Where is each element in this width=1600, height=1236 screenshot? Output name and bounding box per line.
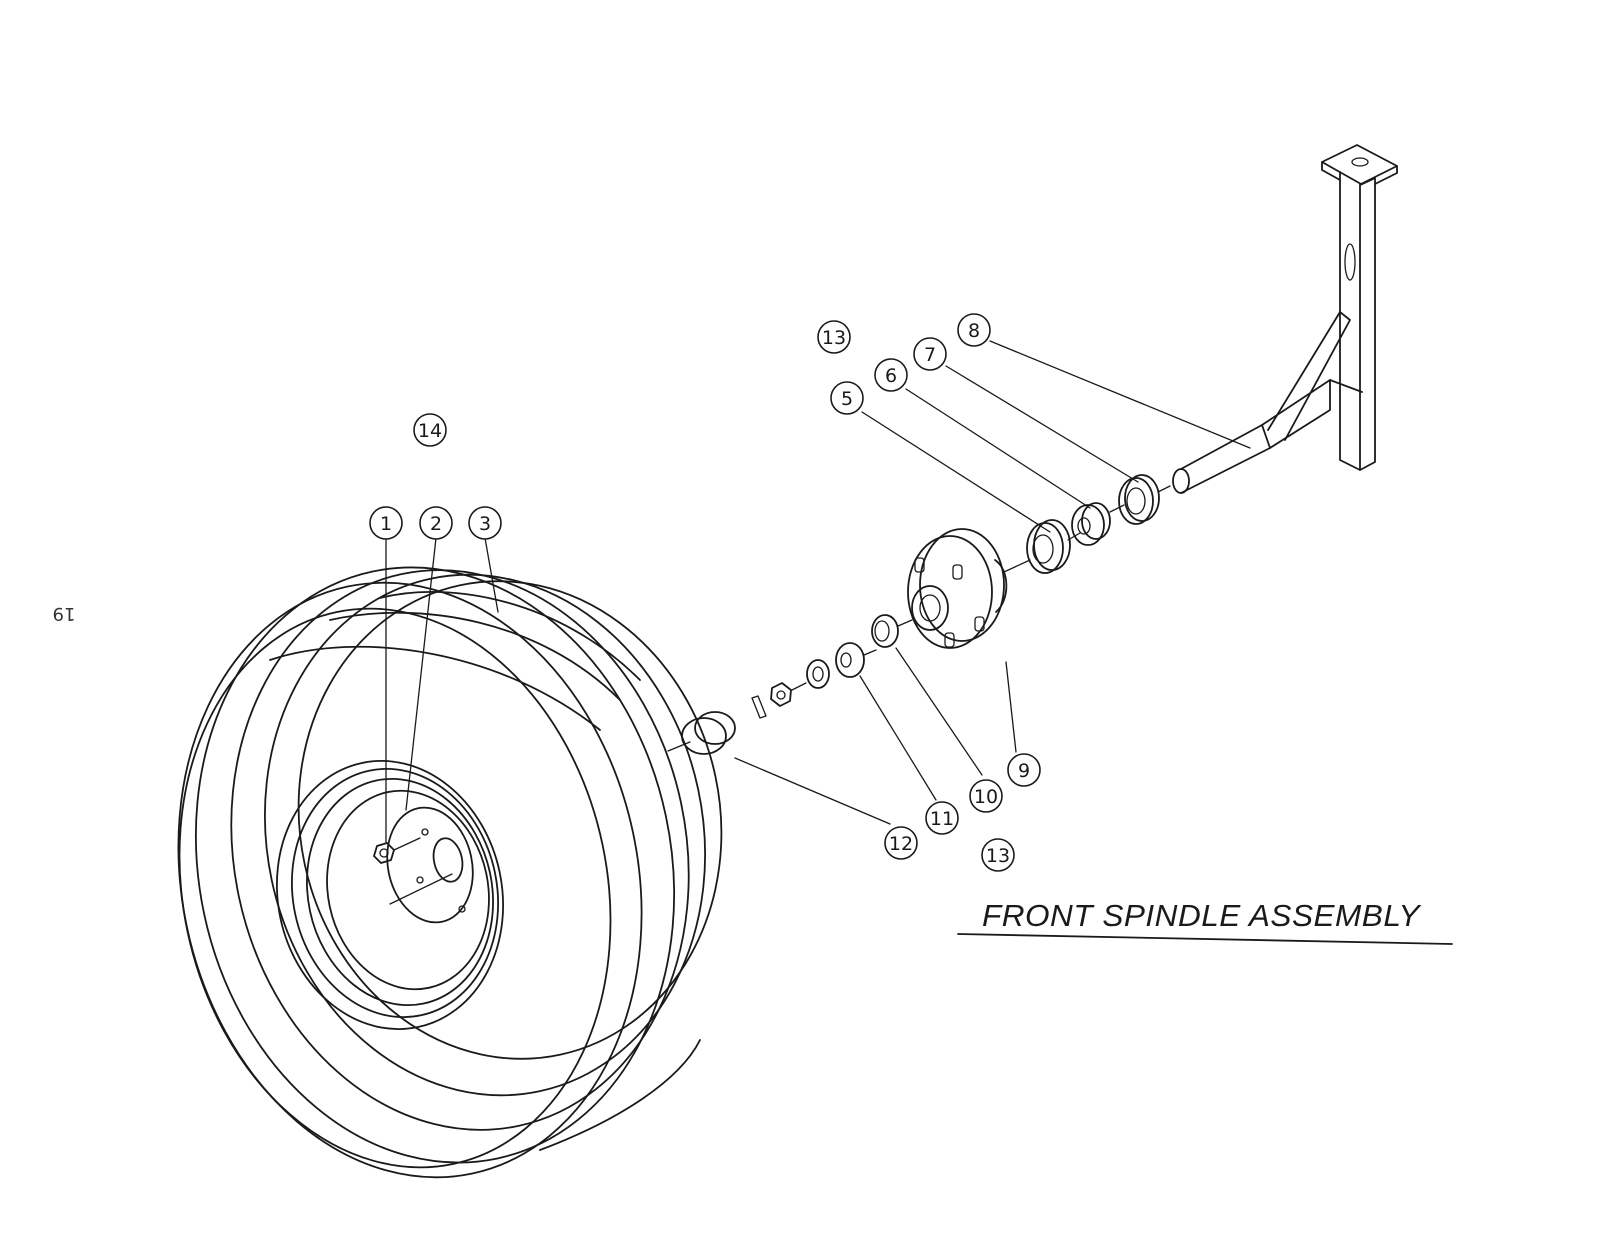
callout-1: 1	[369, 506, 403, 540]
callout-12: 12	[884, 826, 918, 860]
bearings	[1026, 474, 1171, 574]
svg-text:FRONT SPINDLE ASSEMBLY: FRONT SPINDLE ASSEMBLY	[982, 898, 1422, 933]
svg-text:13: 13	[986, 845, 1010, 867]
svg-text:14: 14	[418, 420, 442, 442]
callout-8: 8	[957, 313, 991, 347]
svg-text:10: 10	[974, 786, 998, 808]
callout-9: 9	[1007, 753, 1041, 787]
svg-text:11: 11	[930, 808, 954, 830]
callout-13-top: 13	[817, 320, 851, 354]
svg-text:12: 12	[889, 833, 913, 855]
svg-text:1: 1	[380, 513, 392, 535]
spindle-parts	[667, 614, 913, 755]
callout-10: 10	[969, 779, 1003, 813]
svg-text:2: 2	[430, 513, 442, 535]
svg-text:8: 8	[968, 320, 980, 342]
svg-text:3: 3	[479, 513, 491, 535]
callout-11: 11	[925, 801, 959, 835]
diagram-title: FRONT SPINDLE ASSEMBLY	[957, 898, 1453, 945]
page-number: 19	[53, 603, 76, 624]
callout-6: 6	[874, 358, 908, 392]
callout-14: 14	[413, 413, 447, 447]
svg-text:6: 6	[885, 365, 897, 387]
callout-7: 7	[913, 337, 947, 371]
callout-2: 2	[419, 506, 453, 540]
svg-text:13: 13	[822, 327, 846, 349]
tire-wheel-assembly	[177, 566, 723, 1179]
leader-lines	[385, 340, 1251, 843]
svg-text:9: 9	[1018, 760, 1030, 782]
svg-text:5: 5	[841, 388, 853, 410]
hub	[907, 528, 1031, 649]
svg-text:7: 7	[924, 344, 936, 366]
callout-5: 5	[830, 381, 864, 415]
spindle-bracket	[1172, 144, 1398, 494]
callout-3: 3	[468, 506, 502, 540]
callout-13-bottom: 13	[981, 838, 1015, 872]
